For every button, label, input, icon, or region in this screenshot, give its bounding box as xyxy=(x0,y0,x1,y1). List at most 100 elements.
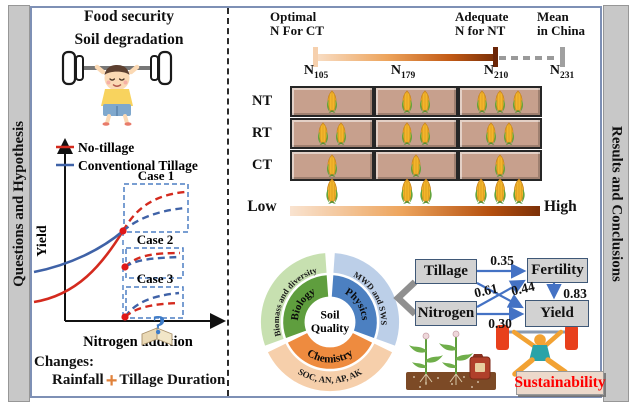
tick-n231 xyxy=(560,47,565,67)
branch-point-1 xyxy=(119,227,127,235)
corn-icon xyxy=(474,90,490,113)
coef-fertility-yield: 0.83 xyxy=(563,286,587,301)
changes-tillage-duration: Tillage Duration xyxy=(119,372,226,388)
corn-icon xyxy=(324,154,340,177)
n-rate-label-179: N179 xyxy=(390,63,416,81)
svg-text:Chemistry: Chemistry xyxy=(305,347,356,366)
n-gradient-bar xyxy=(316,54,494,61)
branch-point-3 xyxy=(121,313,129,321)
corn-icon xyxy=(408,154,424,177)
coef-nitrogen-yield: 0.30 xyxy=(488,316,512,331)
legend-conventional: Conventional Tillage xyxy=(78,158,198,173)
soil-quality-donut: Biology Physics Chemistry Biomass and di… xyxy=(260,253,400,391)
changes-line: Rainfall + Tillage Duration xyxy=(52,371,226,391)
x-axis-label: Nitrogen addition xyxy=(83,334,193,350)
heading-food-security: Food security xyxy=(84,8,174,25)
corn-icon xyxy=(417,122,433,145)
sem-box-tillage: Tillage xyxy=(415,259,477,284)
corn-icon xyxy=(417,178,435,204)
corn-icon xyxy=(323,178,341,204)
annotation-adequate-nt: Adequate N for NT xyxy=(455,10,508,38)
sem-box-nitrogen: Nitrogen xyxy=(415,301,477,326)
conventional-curve xyxy=(33,230,124,274)
case3-box xyxy=(125,286,184,319)
corn-icon xyxy=(333,122,349,145)
scale-high-label: High xyxy=(544,198,577,215)
grid-row-label: CT xyxy=(252,157,273,173)
annotation-line: Adequate xyxy=(455,9,509,24)
right-section-label: Results and Conclusions xyxy=(608,125,625,282)
corn-icon xyxy=(491,178,509,204)
tick-n105 xyxy=(313,47,318,67)
biology-inner-ring xyxy=(283,275,329,338)
left-section-label: Questions and Hypothesis xyxy=(10,120,27,287)
n-rate-label-210: N210 xyxy=(483,63,509,81)
n-rate-label-105: N105 xyxy=(303,63,329,81)
case2-red-curve xyxy=(124,251,181,268)
soil-quality-center-line2: Quality xyxy=(311,321,349,335)
case3-label: Case 3 xyxy=(137,271,174,286)
sem-box-fertility: Fertility xyxy=(527,258,588,283)
donut-center xyxy=(305,297,355,347)
yield-cell xyxy=(458,118,542,149)
yield-cell xyxy=(374,150,458,181)
no-tillage-curve xyxy=(33,230,125,304)
kid-weightlifting-illustration xyxy=(61,50,173,126)
n-level-corn-group xyxy=(290,177,374,204)
legend-no-tillage: No-tillage xyxy=(78,140,134,155)
corn-icon xyxy=(483,122,499,145)
question-mark: ? xyxy=(152,310,166,340)
corn-icon xyxy=(510,90,526,113)
corn-icon xyxy=(398,178,416,204)
annotation-optimal-ct: Optimal N For CT xyxy=(270,10,324,38)
sustainability-weightlifter xyxy=(496,325,578,377)
coef-tillage-fertility: 0.35 xyxy=(490,253,514,268)
sem-box-yield: Yield xyxy=(525,300,589,327)
n-rate-label-231: N231 xyxy=(549,63,575,81)
case2-box xyxy=(125,247,184,279)
corn-icon xyxy=(417,90,433,113)
n-level-corn-group xyxy=(458,177,542,204)
tick-n210 xyxy=(493,47,498,67)
corn-icon xyxy=(492,154,508,177)
biology-outer-ring xyxy=(260,253,327,346)
corn-icon xyxy=(492,90,508,113)
corn-icon xyxy=(510,178,528,204)
arrow-nitrogen-fertility xyxy=(476,279,526,308)
corn-icon xyxy=(324,90,340,113)
y-axis-label: Yield xyxy=(35,225,50,257)
corn-icon xyxy=(399,90,415,113)
yield-grid: NT RT CT xyxy=(246,86,542,181)
n-dashed-extension xyxy=(499,56,559,60)
case2-blue-curve xyxy=(124,255,181,269)
yield-cell xyxy=(458,150,542,181)
heading-soil-degradation: Soil degradation xyxy=(74,31,184,48)
n-level-corn-group xyxy=(374,177,458,204)
case2-label: Case 2 xyxy=(137,232,173,247)
right-section-strip: Results and Conclusions xyxy=(603,5,629,402)
chemistry-inner-ring xyxy=(287,332,373,369)
physics-inner-ring xyxy=(331,275,377,338)
annotation-mean-china: Mean in China xyxy=(537,10,585,38)
chevron-left-icon xyxy=(393,279,418,317)
yield-cell xyxy=(290,150,374,181)
grid-row-label: NT xyxy=(252,93,273,109)
changes-title: Changes: xyxy=(34,354,95,370)
case1-red-curve xyxy=(121,190,186,232)
corn-icon xyxy=(315,122,331,145)
yield-scale-corn xyxy=(290,177,542,204)
changes-rainfall: Rainfall xyxy=(52,372,104,388)
branch-point-2 xyxy=(121,263,129,271)
yield-cell xyxy=(290,86,374,117)
book-icon xyxy=(141,327,173,346)
grid-row-label: RT xyxy=(252,125,272,141)
annotation-line: in China xyxy=(537,23,586,38)
annotation-line: Optimal xyxy=(270,9,317,24)
case1-box xyxy=(123,183,189,233)
chemistry-outer-ring xyxy=(267,343,393,391)
annotation-line: N for NT xyxy=(455,23,506,38)
yield-cell xyxy=(290,118,374,149)
corn-plants-illustration xyxy=(406,330,496,390)
chemistry-label: Chemistry xyxy=(305,347,356,366)
